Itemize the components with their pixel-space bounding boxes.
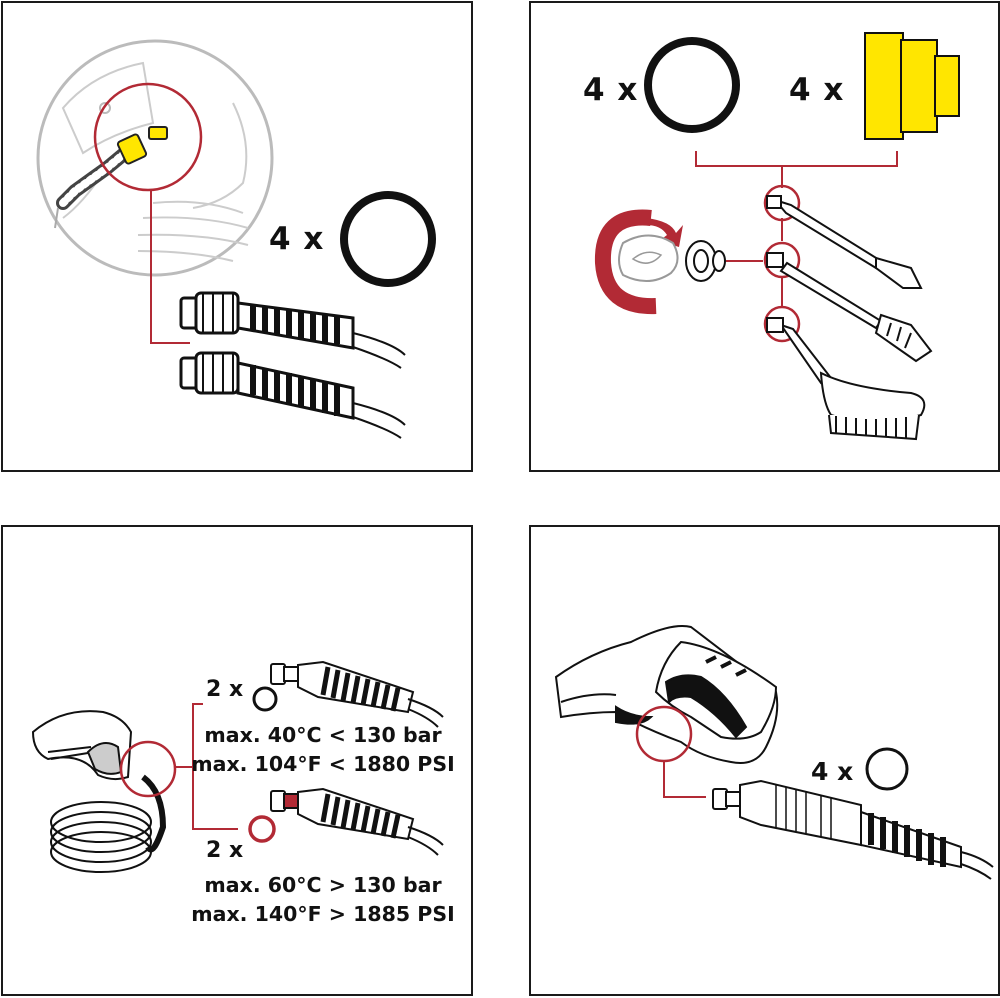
o-ring-icon: [340, 191, 436, 287]
o-ring-black-icon: [252, 686, 278, 712]
hose-connector-icon: [270, 660, 444, 856]
detail-highlight-circle: [93, 82, 203, 192]
red-ring-spec-celsius: max. 60°C > 130 bar: [204, 873, 442, 897]
rotate-arrow-icon: [594, 209, 726, 315]
o-ring-quantity: 4 x: [269, 221, 325, 257]
callout-line: [150, 190, 190, 344]
lance-icon: [766, 195, 923, 289]
hose-connector-icon: [712, 779, 994, 880]
hose-connector-icon: [179, 291, 406, 439]
nozzle-icon: [766, 252, 933, 363]
panel-connect-hose-drawing: [36, 39, 436, 439]
o-ring-icon: [865, 747, 909, 791]
magnifier-circle-icon: [36, 39, 274, 277]
panel-trigger-gun-drawing: [554, 625, 994, 880]
panel-accessories: 4 x 4 x: [529, 1, 1000, 472]
red-ring-spec-fahrenheit: max. 140°F > 1885 PSI: [191, 902, 455, 926]
panel-trigger-gun: 4 x: [529, 525, 1000, 996]
o-ring-red-icon: [248, 815, 276, 843]
panel-hose-ratings-drawing: [31, 660, 444, 873]
hand-gun-icon: [31, 710, 167, 873]
black-ring-quantity: 2 x: [206, 677, 244, 702]
panel-connect-hose: 4 x: [1, 1, 473, 472]
o-ring-quantity: 4 x: [583, 72, 639, 108]
black-ring-spec-fahrenheit: max. 104°F < 1880 PSI: [191, 752, 455, 776]
o-ring-quantity: 4 x: [811, 757, 854, 786]
panel-hose-ratings: 2 x max. 40°C < 130 bar max. 104°F < 188…: [1, 525, 473, 996]
o-ring-icon: [644, 37, 740, 133]
yellow-adapter-icon: [864, 32, 960, 140]
black-ring-spec-celsius: max. 40°C < 130 bar: [204, 723, 442, 747]
red-ring-quantity: 2 x: [206, 838, 244, 863]
hand-gun-icon: [554, 625, 779, 764]
adapter-quantity: 4 x: [789, 72, 845, 108]
brush-icon: [766, 317, 926, 441]
panel-accessories-drawing: [594, 32, 960, 441]
